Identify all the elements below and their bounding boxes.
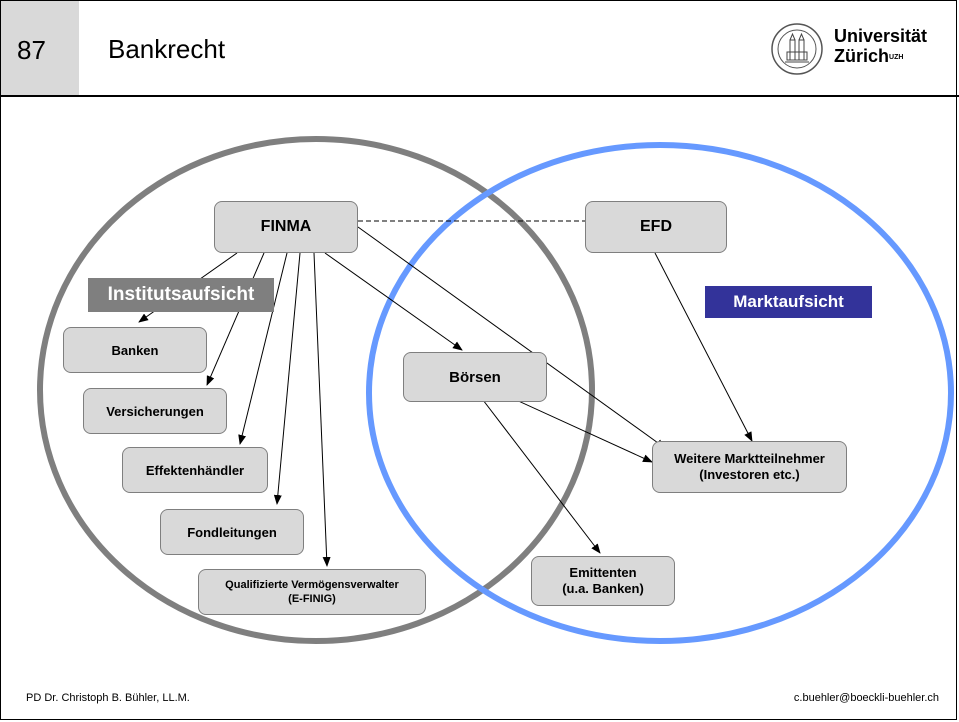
node-emittenten: Emittenten (u.a. Banken)	[531, 556, 675, 606]
node-effektenhaendler-label: Effektenhändler	[145, 462, 245, 478]
university-name: Universität ZürichUZH	[834, 26, 927, 66]
arrow-finma-fondleitungen	[273, 252, 301, 505]
university-seal-icon	[771, 23, 823, 75]
node-fondleitungen: Fondleitungen	[160, 509, 304, 555]
marktaufsicht-circle	[366, 142, 954, 644]
slide-header: 87 Bankrecht Universität ZürichUZH	[0, 0, 959, 95]
arrow-finma-effektenhaendler	[238, 252, 288, 445]
node-boersen: Börsen	[403, 352, 547, 402]
node-emittenten-line1: Emittenten	[569, 565, 637, 580]
arrow-finma-vermoegensverwalter	[313, 252, 331, 567]
node-banken: Banken	[63, 327, 207, 373]
node-versicherungen-label: Versicherungen	[106, 403, 204, 419]
node-vermoegensverwalter: Qualifizierte Vermögensverwalter (E-FINI…	[198, 569, 426, 615]
arrow-finma-versicherungen	[206, 252, 265, 386]
node-vermoegensverwalter-line1: Qualifizierte Vermögensverwalter	[225, 579, 399, 591]
node-vermoegensverwalter-line2: (E-FINIG)	[288, 593, 336, 605]
arrow-finma-weitere	[357, 226, 666, 449]
node-weitere-line1: Weitere Marktteilnehmer	[674, 451, 825, 466]
slide-number: 87	[17, 35, 46, 65]
node-efd: EFD	[585, 201, 727, 253]
university-name-line2-wrap: ZürichUZH	[834, 46, 927, 66]
node-fondleitungen-label: Fondleitungen	[187, 524, 277, 540]
uzh-superscript: UZH	[889, 54, 904, 61]
slide-number-box: 87	[1, 1, 79, 95]
university-logo: Universität ZürichUZH	[770, 22, 950, 78]
node-effektenhaendler: Effektenhändler	[122, 447, 268, 493]
arrow-boersen-emittenten	[482, 399, 601, 554]
institutsaufsicht-circle	[37, 136, 595, 644]
node-weitere-marktteilnehmer: Weitere Marktteilnehmer (Investoren etc.…	[652, 441, 847, 493]
footer-author: PD Dr. Christoph B. Bühler, LL.M.	[26, 692, 190, 704]
node-versicherungen: Versicherungen	[83, 388, 227, 434]
node-emittenten-line2: (u.a. Banken)	[562, 581, 644, 596]
university-name-line2: Zürich	[834, 46, 890, 66]
node-efd-label: EFD	[640, 218, 672, 235]
node-finma: FINMA	[214, 201, 358, 253]
marktaufsicht-label: Marktaufsicht	[705, 286, 872, 318]
arrow-efd-weitere	[654, 252, 753, 442]
node-weitere-line2: (Investoren etc.)	[699, 467, 800, 482]
slide-title: Bankrecht	[108, 34, 226, 64]
node-banken-label: Banken	[111, 342, 159, 358]
footer-email: c.buehler@boeckli-buehler.ch	[793, 692, 939, 704]
header-rule	[0, 95, 959, 97]
university-name-line1: Universität	[834, 26, 928, 46]
node-finma-label: FINMA	[260, 218, 312, 235]
node-boersen-label: Börsen	[449, 368, 501, 386]
arrow-finma-boersen	[324, 252, 463, 351]
institutsaufsicht-label: Institutsaufsicht	[88, 278, 274, 312]
